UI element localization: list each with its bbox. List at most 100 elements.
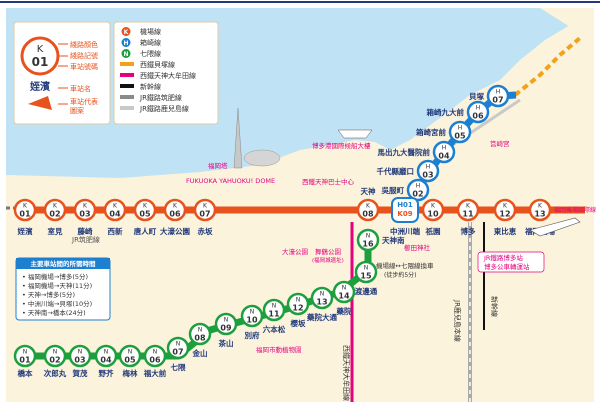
legend-sample-name: 姪濱 (30, 80, 50, 93)
line-legend-item: 新幹線 (120, 82, 161, 91)
legend-box (13, 21, 111, 125)
station-line-code: K (113, 203, 118, 210)
transfer-station-h01-k09[interactable]: H01 K09 (391, 197, 419, 223)
station-line-code: N (342, 285, 347, 292)
port-label: 博多港國際候船大樓 (312, 141, 371, 150)
station-circle (406, 178, 430, 202)
station-line-code: K (503, 203, 508, 210)
station-line-code: K (83, 203, 88, 210)
station-name: 梅林 (123, 368, 138, 378)
ship-icon (337, 129, 373, 139)
station-line-code: H (426, 164, 431, 171)
station-number: 15 (360, 272, 372, 281)
h-line-stations: H02吳服町H03千代縣廳口H04馬出九大醫院前H05箱崎宮前H06箱崎九大前H… (377, 84, 510, 202)
legend-line-mark-label: 綫路記號 (70, 51, 98, 60)
station-circle (73, 198, 97, 222)
station-name: 次郎丸 (44, 368, 67, 378)
station-number: 06 (169, 210, 181, 219)
line-legend-item: JR鐵路鹿兒島線 (120, 104, 189, 113)
station-line-code: N (296, 297, 301, 304)
station-name: 赤坂 (198, 226, 213, 236)
station-number: 03 (74, 356, 85, 365)
station-number: 09 (220, 324, 232, 333)
legend-panel: K 01 姪濱 綫路顏色 綫路記號 車站號碼 車站名 車站代表 圖案 (13, 21, 111, 125)
station-number: 11 (268, 310, 280, 319)
station-name-nakasu: 中洲川端 (390, 226, 420, 236)
station-line-code: N (176, 341, 181, 348)
station-circle (354, 260, 378, 284)
jr-hakata-label: JR鐵路博多站 (483, 253, 523, 262)
station-circle (240, 304, 264, 328)
jr-hakata-box (477, 251, 545, 273)
station-name: 天神南 (382, 235, 405, 245)
station-number: 02 (49, 356, 60, 365)
station-line-code: K (431, 203, 436, 210)
nishitetsu-omuta-label: 西鐵天神大牟田線 (342, 345, 351, 401)
station-circle (163, 198, 187, 222)
line-legend-label: 西鐵天神大牟田線 (140, 71, 196, 80)
station-circle (416, 159, 440, 183)
walk-transfer-time: (徒步約5分) (384, 271, 417, 279)
station-circle (13, 198, 37, 222)
station-name: 金山 (192, 348, 208, 358)
legend-mark-icon (28, 96, 52, 110)
travel-time-item: • 天神南→橋本(24分) (22, 308, 86, 317)
landmark-tower: 福岡塔 (208, 107, 243, 170)
line-legend-item: JR鐵路筑肥線 (120, 93, 182, 102)
travel-time-item: • 福岡機場→天神(11分) (22, 281, 92, 290)
station-number: 08 (362, 210, 374, 219)
station-line-code: N (78, 349, 83, 356)
station-number: 05 (139, 210, 151, 219)
station-circle (466, 100, 490, 124)
station-name: 別府 (244, 330, 260, 340)
station-line-code: N (250, 309, 255, 316)
landmark-dome: FUKUOKA YAHUOKU! DOME (186, 149, 281, 185)
travel-time-item: • 天神→博多(5分) (22, 290, 75, 299)
line-badge (121, 38, 131, 47)
shrine-label: 櫛田神社 (404, 243, 431, 252)
transfer-code-k: K09 (397, 210, 412, 218)
station-name: 橋本 (18, 368, 33, 378)
line-badge (121, 49, 131, 58)
station-circle (103, 198, 127, 222)
legend-station-mark-line1: 車站代表 (70, 97, 98, 106)
